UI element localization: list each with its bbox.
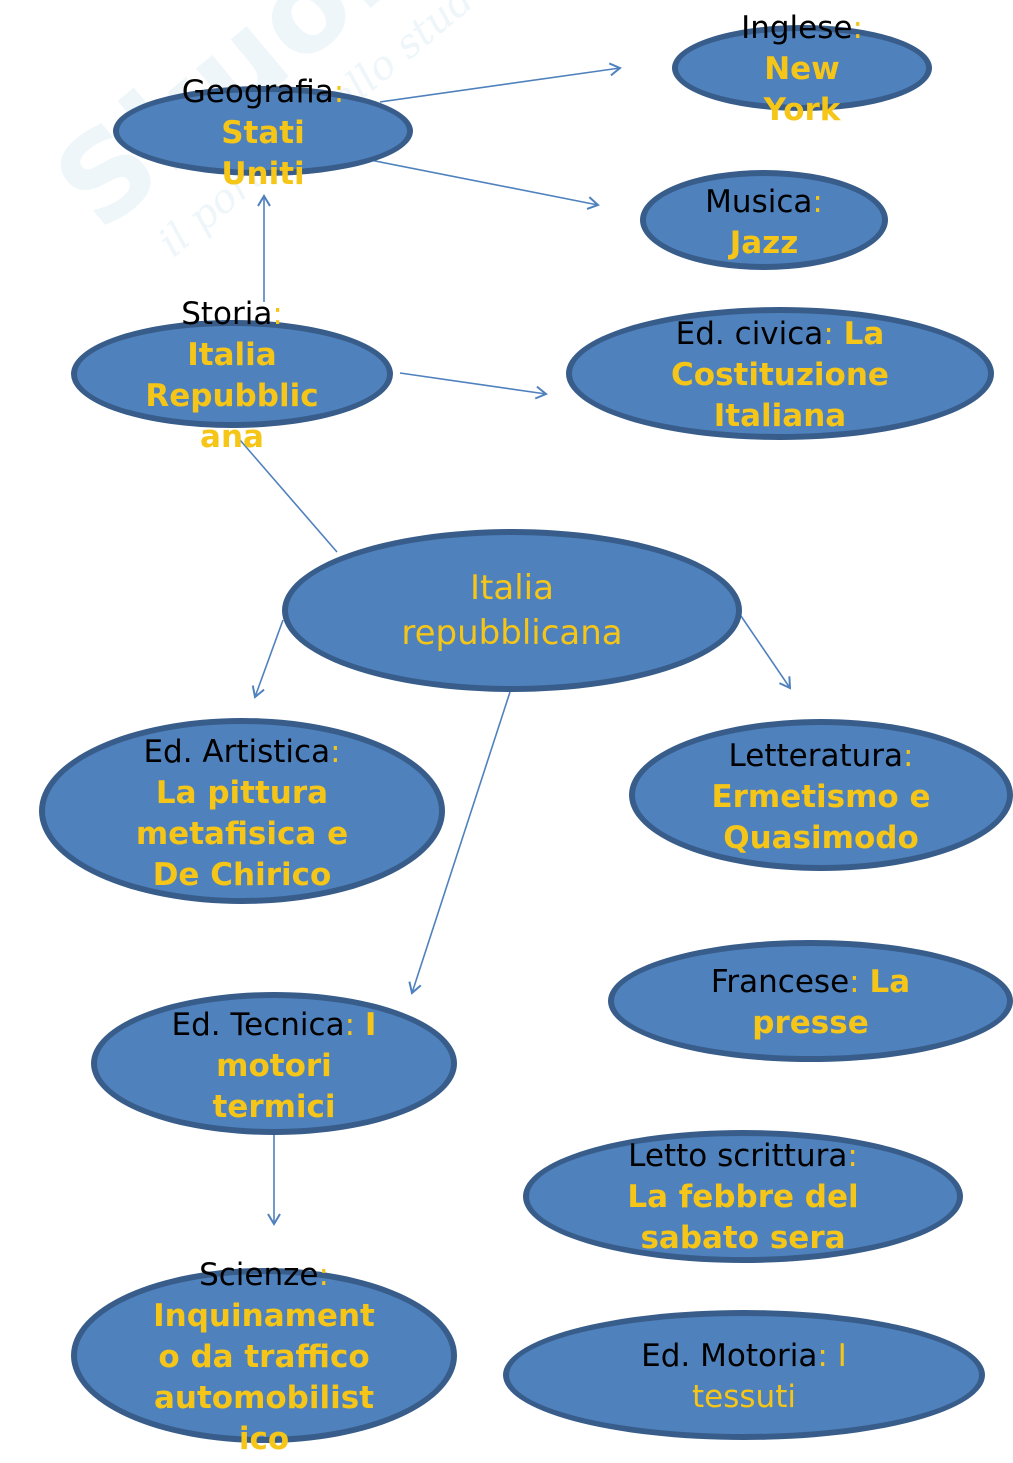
- inglese-title: Inglese: [741, 10, 853, 46]
- storia-value-line1: Italia: [187, 337, 277, 373]
- center-line1: Italia: [470, 568, 554, 608]
- lettoscrittura-value-line1: La febbre del: [627, 1179, 859, 1215]
- edartistica-value-line3: De Chirico: [152, 857, 332, 893]
- node-edtecnica[interactable]: [91, 992, 457, 1135]
- label-francese: Francese: La presse: [608, 962, 1013, 1044]
- connector-geografia-musica: [369, 159, 600, 210]
- node-storia[interactable]: [71, 320, 393, 428]
- label-scienze: Scienze: Inquinament o da traffico autom…: [71, 1255, 457, 1460]
- connector-center-edtecnica: [408, 691, 511, 995]
- scienze-value-line3: automobilist: [153, 1380, 375, 1416]
- letteratura-value-line2: Quasimodo: [723, 820, 919, 856]
- connector-center-edartistica: [251, 619, 284, 699]
- node-letteratura[interactable]: [629, 719, 1013, 871]
- node-edmotoria[interactable]: [503, 1310, 985, 1440]
- edmotoria-title: Ed. Motoria: [641, 1338, 818, 1374]
- label-inglese: Inglese: New York: [672, 8, 932, 131]
- label-edcivica: Ed. civica: La Costituzione Italiana: [566, 314, 994, 437]
- musica-value: Jazz: [729, 225, 799, 261]
- label-edtecnica: Ed. Tecnica: I motori termici: [91, 1005, 457, 1128]
- edcivica-value-line1: La: [843, 316, 885, 352]
- node-scienze[interactable]: [71, 1268, 457, 1443]
- edcivica-title: Ed. civica: [675, 316, 824, 352]
- center-line2: repubblicana: [401, 613, 623, 653]
- label-letteratura: Letteratura: Ermetismo e Quasimodo: [629, 736, 1013, 859]
- storia-title: Storia: [181, 296, 273, 332]
- francese-value-line1: La: [869, 964, 911, 1000]
- francese-value-line2: presse: [752, 1005, 869, 1041]
- letteratura-value-line1: Ermetismo e: [711, 779, 931, 815]
- label-storia: Storia: Italia Repubblic ana: [71, 294, 393, 458]
- label-geografia: Geografia: Stati Uniti: [113, 72, 413, 195]
- scienze-value-line2: o da traffico: [158, 1339, 370, 1375]
- label-edartistica: Ed. Artistica: La pittura metafisica e D…: [39, 732, 445, 896]
- node-edcivica[interactable]: [566, 307, 994, 440]
- label-edmotoria: Ed. Motoria: I tessuti: [503, 1336, 985, 1418]
- edtecnica-value-line3: termici: [212, 1089, 336, 1125]
- edcivica-value-line3: Italiana: [713, 398, 847, 434]
- connector-geografia-inglese: [379, 62, 622, 103]
- storia-value-line2: Repubblic: [145, 378, 319, 414]
- node-geografia[interactable]: [113, 86, 413, 176]
- node-musica[interactable]: [640, 170, 888, 270]
- edcivica-value-line2: Costituzione: [671, 357, 889, 393]
- connector-center-letteratura: [740, 615, 792, 690]
- musica-title: Musica: [705, 184, 813, 220]
- inglese-value-line2: York: [763, 92, 841, 128]
- storia-value-line3: ana: [200, 419, 264, 455]
- label-lettoscrittura: Letto scrittura: La febbre del sabato se…: [523, 1136, 963, 1259]
- node-francese[interactable]: [608, 940, 1013, 1062]
- scienze-value-line1: Inquinament: [153, 1298, 375, 1334]
- lettoscrittura-title: Letto scrittura: [628, 1138, 848, 1174]
- edmotoria-value-line2: tessuti: [692, 1379, 796, 1415]
- geografia-title: Geografia: [181, 74, 334, 110]
- edartistica-title: Ed. Artistica: [143, 734, 331, 770]
- scienze-value-line4: ico: [238, 1421, 290, 1457]
- label-center: Italia repubblicana: [282, 566, 742, 656]
- connector-center-storia: [239, 439, 338, 553]
- node-inglese[interactable]: [672, 25, 932, 111]
- inglese-value-line1: New: [764, 51, 840, 87]
- edartistica-value-line2: metafisica e: [135, 816, 349, 852]
- lettoscrittura-value-line2: sabato sera: [640, 1220, 846, 1256]
- edmotoria-value-line1: I: [837, 1338, 847, 1374]
- francese-title: Francese: [710, 964, 850, 1000]
- edtecnica-title: Ed. Tecnica: [171, 1007, 345, 1043]
- edartistica-value-line1: La pittura: [155, 775, 329, 811]
- node-center[interactable]: [282, 529, 742, 692]
- geografia-value-line2: Uniti: [221, 156, 305, 192]
- label-musica: Musica: Jazz: [640, 182, 888, 264]
- edtecnica-value-line1: I: [364, 1007, 377, 1043]
- scienze-title: Scienze: [199, 1257, 319, 1293]
- node-lettoscrittura[interactable]: [523, 1130, 963, 1263]
- letteratura-title: Letteratura: [728, 738, 903, 774]
- geografia-value-line1: Stati: [221, 115, 305, 151]
- connector-storia-edcivica: [399, 372, 548, 400]
- edtecnica-value-line2: motori: [216, 1048, 332, 1084]
- node-edartistica[interactable]: [39, 718, 445, 904]
